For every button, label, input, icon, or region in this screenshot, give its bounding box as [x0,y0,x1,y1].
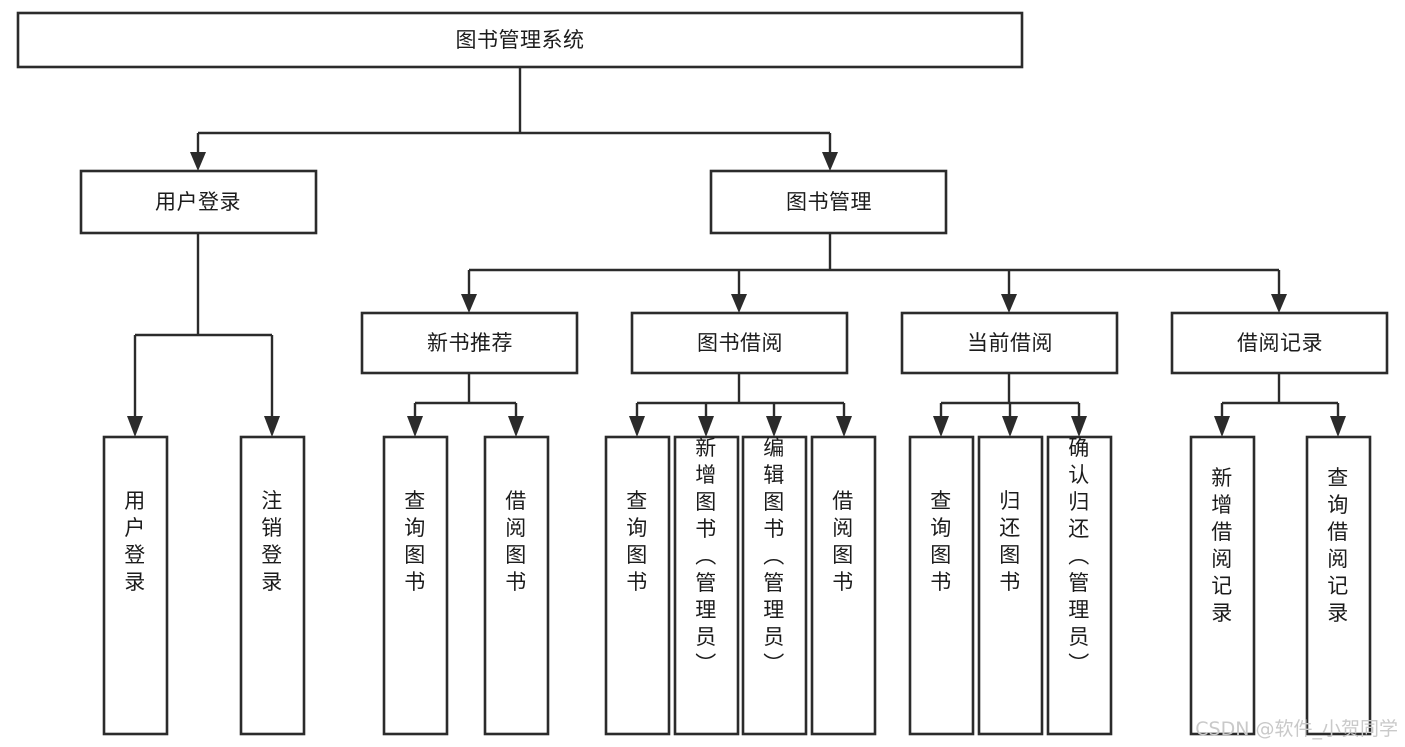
arrowhead-user-login [190,152,206,171]
node-current-borrow-box[interactable] [900,311,1119,375]
arrowhead-bookborrow-leaf-2 [766,416,782,437]
leaf-user-login-label: 用户登录 [124,489,146,594]
arrowhead-bookborrow-leaf-3 [836,416,852,437]
arrowhead-bookborrow-leaf-1 [698,416,714,437]
node-root-box[interactable] [16,11,1024,69]
leaf-user-login-box[interactable] [102,435,169,736]
arrowhead-bookborrow-leaf-0 [629,416,645,437]
leaf-newbook-query-book-label: 查询图书 [404,489,426,594]
connector-layer [127,67,1346,437]
leaf-bookborrow-borrow-book-box[interactable] [810,435,877,736]
leaf-borrowrecord-add-record-label: 新增借阅记录 [1211,466,1233,625]
leaf-logout-box[interactable] [239,435,306,736]
arrowhead-newbook-leaf-0 [407,416,423,437]
node-user-login-box[interactable] [79,169,318,235]
leaf-bookborrow-query-book-box[interactable] [604,435,671,736]
leaf-logout-label: 注销登录 [261,489,283,594]
arrowhead-current-borrow [1001,294,1017,313]
leaf-newbook-query-book-box[interactable] [382,435,449,736]
leaf-bookborrow-edit-book-box[interactable] [741,435,808,736]
arrowhead-leaf-user-login [127,416,143,437]
leaf-currentborrow-confirm-return-box[interactable] [1046,435,1113,736]
arrowhead-currentborrow-leaf-0 [933,416,949,437]
leaf-bookborrow-query-book-label: 查询图书 [626,489,648,594]
node-book-management-label: 图书管理 [786,190,872,214]
leaf-borrowrecord-query-record[interactable]: 查询借阅记录 [1305,435,1372,736]
leaf-user-login[interactable]: 用户登录 [102,435,169,736]
arrowhead-book-borrow [731,294,747,313]
leaf-currentborrow-query-book-label: 查询图书 [930,489,952,594]
leaf-bookborrow-edit-book-label: 编辑图书︵管理员︶ [763,436,785,676]
node-new-book-recommend-box[interactable] [360,311,579,375]
node-book-borrow[interactable]: 图书借阅 [630,311,849,375]
leaf-currentborrow-query-book[interactable]: 查询图书 [908,435,975,736]
node-book-management-box[interactable] [709,169,948,235]
leaf-currentborrow-return-book-label: 归还图书 [999,489,1021,594]
node-book-management[interactable]: 图书管理 [709,169,948,235]
leaf-currentborrow-confirm-return-label: 确认归还︵管理员︶ [1068,436,1090,676]
node-borrow-record[interactable]: 借阅记录 [1170,311,1389,375]
arrowhead-newbook-leaf-1 [508,416,524,437]
leaf-currentborrow-query-book-box[interactable] [908,435,975,736]
leaf-currentborrow-return-book-box[interactable] [977,435,1044,736]
leaf-borrowrecord-query-record-label: 查询借阅记录 [1327,466,1349,625]
leaf-newbook-borrow-book-box[interactable] [483,435,550,736]
leaf-bookborrow-query-book[interactable]: 查询图书 [604,435,671,736]
node-book-borrow-box[interactable] [630,311,849,375]
node-user-login-label: 用户登录 [155,190,241,214]
node-book-borrow-label: 图书借阅 [697,331,783,355]
leaf-borrowrecord-add-record[interactable]: 新增借阅记录 [1189,435,1256,736]
leaf-bookborrow-borrow-book[interactable]: 借阅图书 [810,435,877,736]
leaf-bookborrow-add-book[interactable]: 新增图书︵管理员︶ [673,435,740,736]
arrowhead-currentborrow-leaf-2 [1071,416,1087,437]
leaf-newbook-borrow-book-label: 借阅图书 [505,489,527,594]
leaf-newbook-borrow-book[interactable]: 借阅图书 [483,435,550,736]
arrowhead-borrowrecord-leaf-0 [1214,416,1230,437]
leaf-logout[interactable]: 注销登录 [239,435,306,736]
node-current-borrow-label: 当前借阅 [967,331,1053,355]
arrowhead-book-mgmt [822,152,838,171]
leaf-newbook-query-book[interactable]: 查询图书 [382,435,449,736]
arrowhead-borrowrecord-leaf-1 [1330,416,1346,437]
node-borrow-record-label: 借阅记录 [1237,331,1323,355]
leaf-currentborrow-confirm-return[interactable]: 确认归还︵管理员︶ [1046,435,1113,736]
leaf-currentborrow-return-book[interactable]: 归还图书 [977,435,1044,736]
leaf-bookborrow-borrow-book-label: 借阅图书 [832,489,854,594]
leaf-bookborrow-add-book-box[interactable] [673,435,740,736]
arrowhead-borrow-record [1271,294,1287,313]
leaf-bookborrow-add-book-label: 新增图书︵管理员︶ [695,436,717,676]
node-root[interactable]: 图书管理系统 [16,11,1024,69]
leaf-borrowrecord-query-record-box[interactable] [1305,435,1372,736]
leaf-bookborrow-edit-book[interactable]: 编辑图书︵管理员︶ [741,435,808,736]
node-user-login[interactable]: 用户登录 [79,169,318,235]
arrowhead-currentborrow-leaf-1 [1002,416,1018,437]
arrowhead-leaf-logout [264,416,280,437]
node-root-label: 图书管理系统 [456,28,585,52]
node-new-book-recommend[interactable]: 新书推荐 [360,311,579,375]
node-borrow-record-box[interactable] [1170,311,1389,375]
csdn-watermark: CSDN @软件_小贺同学 [1195,718,1398,740]
node-new-book-recommend-label: 新书推荐 [427,331,513,355]
arrowhead-new-book-recommend [461,294,477,313]
node-current-borrow[interactable]: 当前借阅 [900,311,1119,375]
leaf-borrowrecord-add-record-box[interactable] [1189,435,1256,736]
